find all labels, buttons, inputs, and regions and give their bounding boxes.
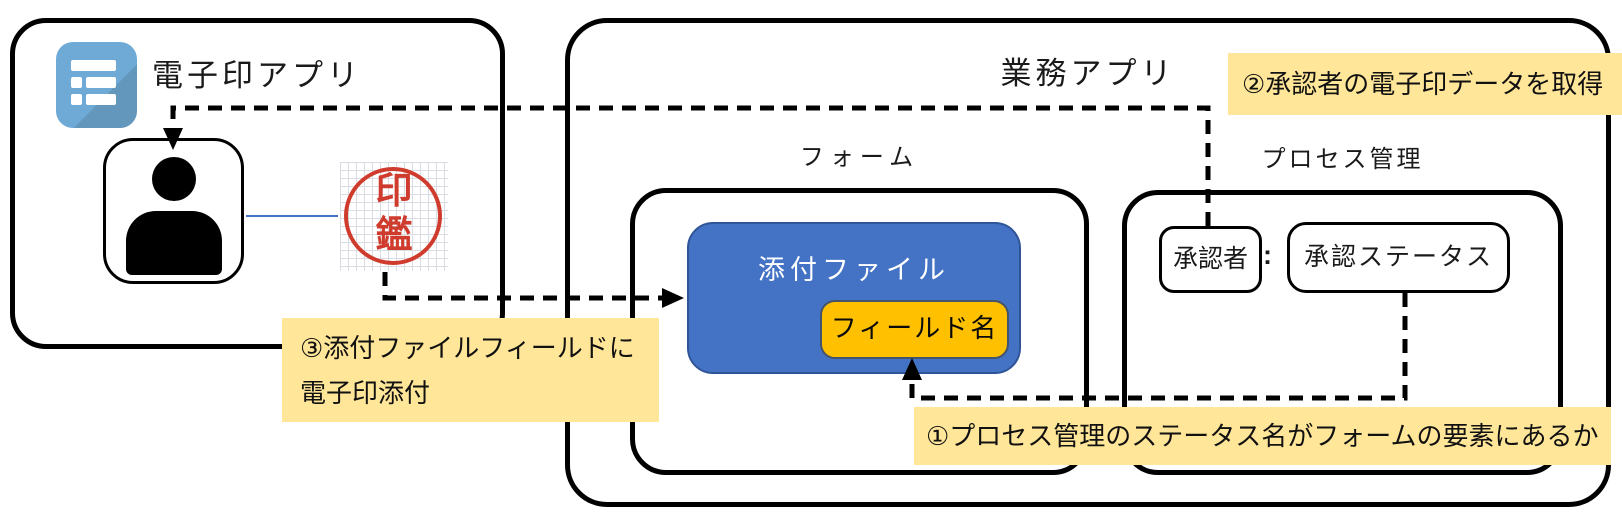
person-icon-body	[125, 211, 222, 275]
icon-list-bullet	[71, 94, 82, 105]
separator-colon: :	[1263, 240, 1272, 270]
field-name-box: フィールド名	[820, 300, 1009, 359]
note-2-get-seal-data: ②承認者の電子印データを取得	[1228, 53, 1622, 115]
icon-list-row	[86, 77, 116, 88]
icon-list-row	[86, 94, 116, 105]
form-app-icon	[56, 42, 137, 128]
icon-list-bullet	[71, 77, 82, 88]
business-app-title: 業務アプリ	[1000, 56, 1176, 91]
electronic-seal-app-title: 電子印アプリ	[152, 58, 362, 93]
person-icon	[151, 157, 196, 201]
note-3-line-2: 電子印添付	[300, 378, 431, 408]
icon-list-row	[71, 60, 116, 71]
business-app-box	[565, 18, 1611, 507]
seal-char-2: 鑑	[375, 212, 413, 256]
note-3-line-1: ③添付ファイルフィールドに	[300, 333, 635, 363]
note-1-status-name-check: ①プロセス管理のステータス名がフォームの要素にあるか	[914, 407, 1611, 465]
seal-stamp-text: 印 鑑	[340, 168, 448, 256]
note-3-attach-seal: ③添付ファイルフィールドに 電子印添付	[282, 318, 659, 422]
approval-status-box: 承認ステータス	[1287, 222, 1510, 293]
seal-char-1: 印	[375, 168, 413, 212]
form-section-label: フォーム	[799, 144, 920, 171]
approver-box: 承認者	[1159, 226, 1262, 293]
user-card	[103, 138, 244, 284]
process-management-label: プロセス管理	[1261, 146, 1424, 173]
